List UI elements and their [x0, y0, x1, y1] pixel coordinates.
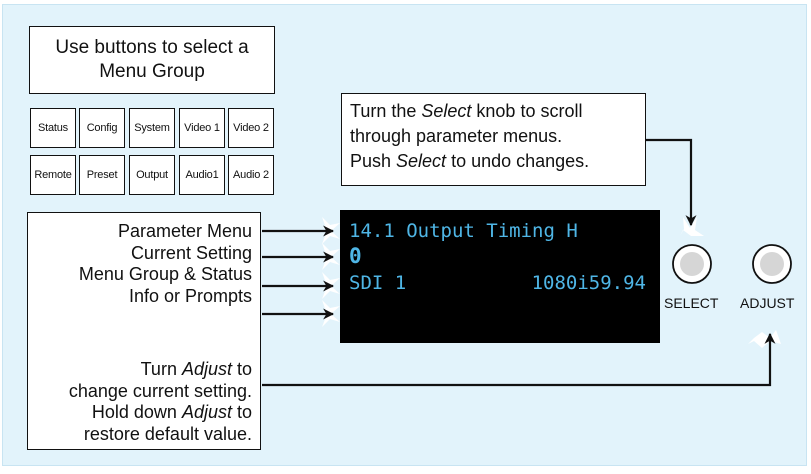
select-note-text: Turn the: [350, 101, 422, 121]
menu-group-instructions: Use buttons to select a Menu Group: [29, 26, 275, 94]
label-info-prompts: Info or Prompts: [128, 285, 252, 306]
adjust-turn-note: Turn Adjust to: [28, 359, 252, 381]
adjust-note-emphasis: Adjust: [181, 359, 232, 379]
menu-button-preset[interactable]: Preset: [79, 155, 125, 195]
oled-display: 14.1 Output Timing H 0 SDI 1 1080i59.94: [340, 210, 660, 343]
select-note-text: through parameter menus.: [350, 126, 563, 146]
menu-button-video-1[interactable]: Video 1: [179, 108, 225, 148]
label-parameter-menu: Parameter Menu: [117, 221, 252, 241]
adjust-knob-label: ADJUST: [740, 295, 795, 311]
adjust-knob[interactable]: [752, 244, 792, 284]
menu-button-remote[interactable]: Remote: [30, 155, 76, 195]
display-menu-group: SDI 1: [349, 272, 407, 294]
hold-note-text: Hold down: [91, 402, 182, 422]
adjust-hold-note: Hold down Adjust to: [28, 402, 252, 424]
menu-button-audio1[interactable]: Audio1: [179, 155, 225, 195]
display-status: 1080i59.94: [531, 272, 646, 294]
adjust-note-text: Turn: [140, 359, 182, 379]
arrow-adjust-knob: [262, 332, 776, 387]
select-knob-label: SELECT: [664, 295, 719, 311]
select-note-text: knob to scroll: [471, 101, 583, 121]
display-parameter-menu: 14.1 Output Timing H: [349, 220, 578, 242]
select-note-text: to undo changes.: [446, 151, 590, 171]
menu-button-system[interactable]: System: [129, 108, 175, 148]
adjust-turn-note-2: change current setting.: [68, 380, 252, 401]
adjust-note-text: to: [231, 359, 252, 379]
menu-button-config[interactable]: Config: [79, 108, 125, 148]
display-legend-box: Parameter Menu Current Setting Menu Grou…: [27, 212, 261, 450]
menu-button-video-2[interactable]: Video 2: [228, 108, 274, 148]
display-current-setting: 0: [349, 244, 362, 268]
hold-note-text: to: [231, 402, 252, 422]
menu-button-audio-2[interactable]: Audio 2: [228, 155, 274, 195]
select-note-text: Push: [350, 151, 397, 171]
adjust-hold-note-2: restore default value.: [83, 423, 252, 444]
hold-note-emphasis: Adjust: [181, 402, 232, 422]
label-current-setting: Current Setting: [130, 242, 252, 263]
select-note-emphasis: Select: [396, 151, 447, 171]
arrow-select-knob: [646, 138, 697, 227]
select-knob[interactable]: [672, 244, 712, 284]
select-note-emphasis: Select: [421, 101, 472, 121]
menu-button-status[interactable]: Status: [30, 108, 76, 148]
menu-button-output[interactable]: Output: [129, 155, 175, 195]
label-menu-group-status: Menu Group & Status: [78, 264, 252, 284]
select-knob-instructions: Turn the Select knob to scroll through p…: [341, 93, 646, 186]
starburst-marks: [322, 217, 781, 348]
